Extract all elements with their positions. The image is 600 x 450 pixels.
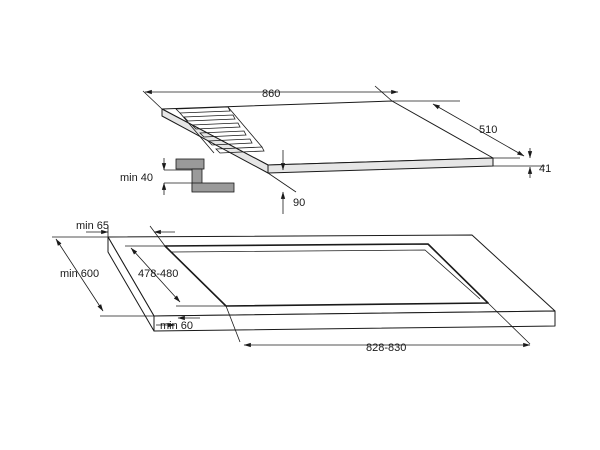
dim-hob-height: 41: [539, 163, 551, 175]
dim-min-front-distance: min 60: [160, 320, 193, 332]
pan-support-grates: [175, 106, 265, 154]
dim-hob-width: 860: [262, 88, 280, 100]
dim-cutout-depth: 478-480: [138, 268, 178, 280]
dim-cutout-width: 828-830: [366, 342, 406, 354]
dim-line-min-worktop-depth: [55, 238, 104, 312]
mounting-bracket: [175, 158, 235, 193]
dim-hob-depth: 510: [479, 124, 497, 136]
dim-min-clearance-below: min 40: [120, 172, 153, 184]
hob-top-surface: [161, 100, 494, 166]
dim-drop-height: 90: [293, 197, 305, 209]
worktop-drawing: min 65 min 600 478-480 min 60 828-830: [52, 220, 556, 354]
dim-min-worktop-depth: min 600: [60, 268, 99, 280]
dim-min-back-distance: min 65: [76, 220, 109, 232]
hob-drawing: 860 510 41 min 40 90: [120, 85, 551, 214]
dim-line-hob-depth: [432, 103, 525, 157]
dim-line-cutout-depth: [130, 247, 181, 303]
